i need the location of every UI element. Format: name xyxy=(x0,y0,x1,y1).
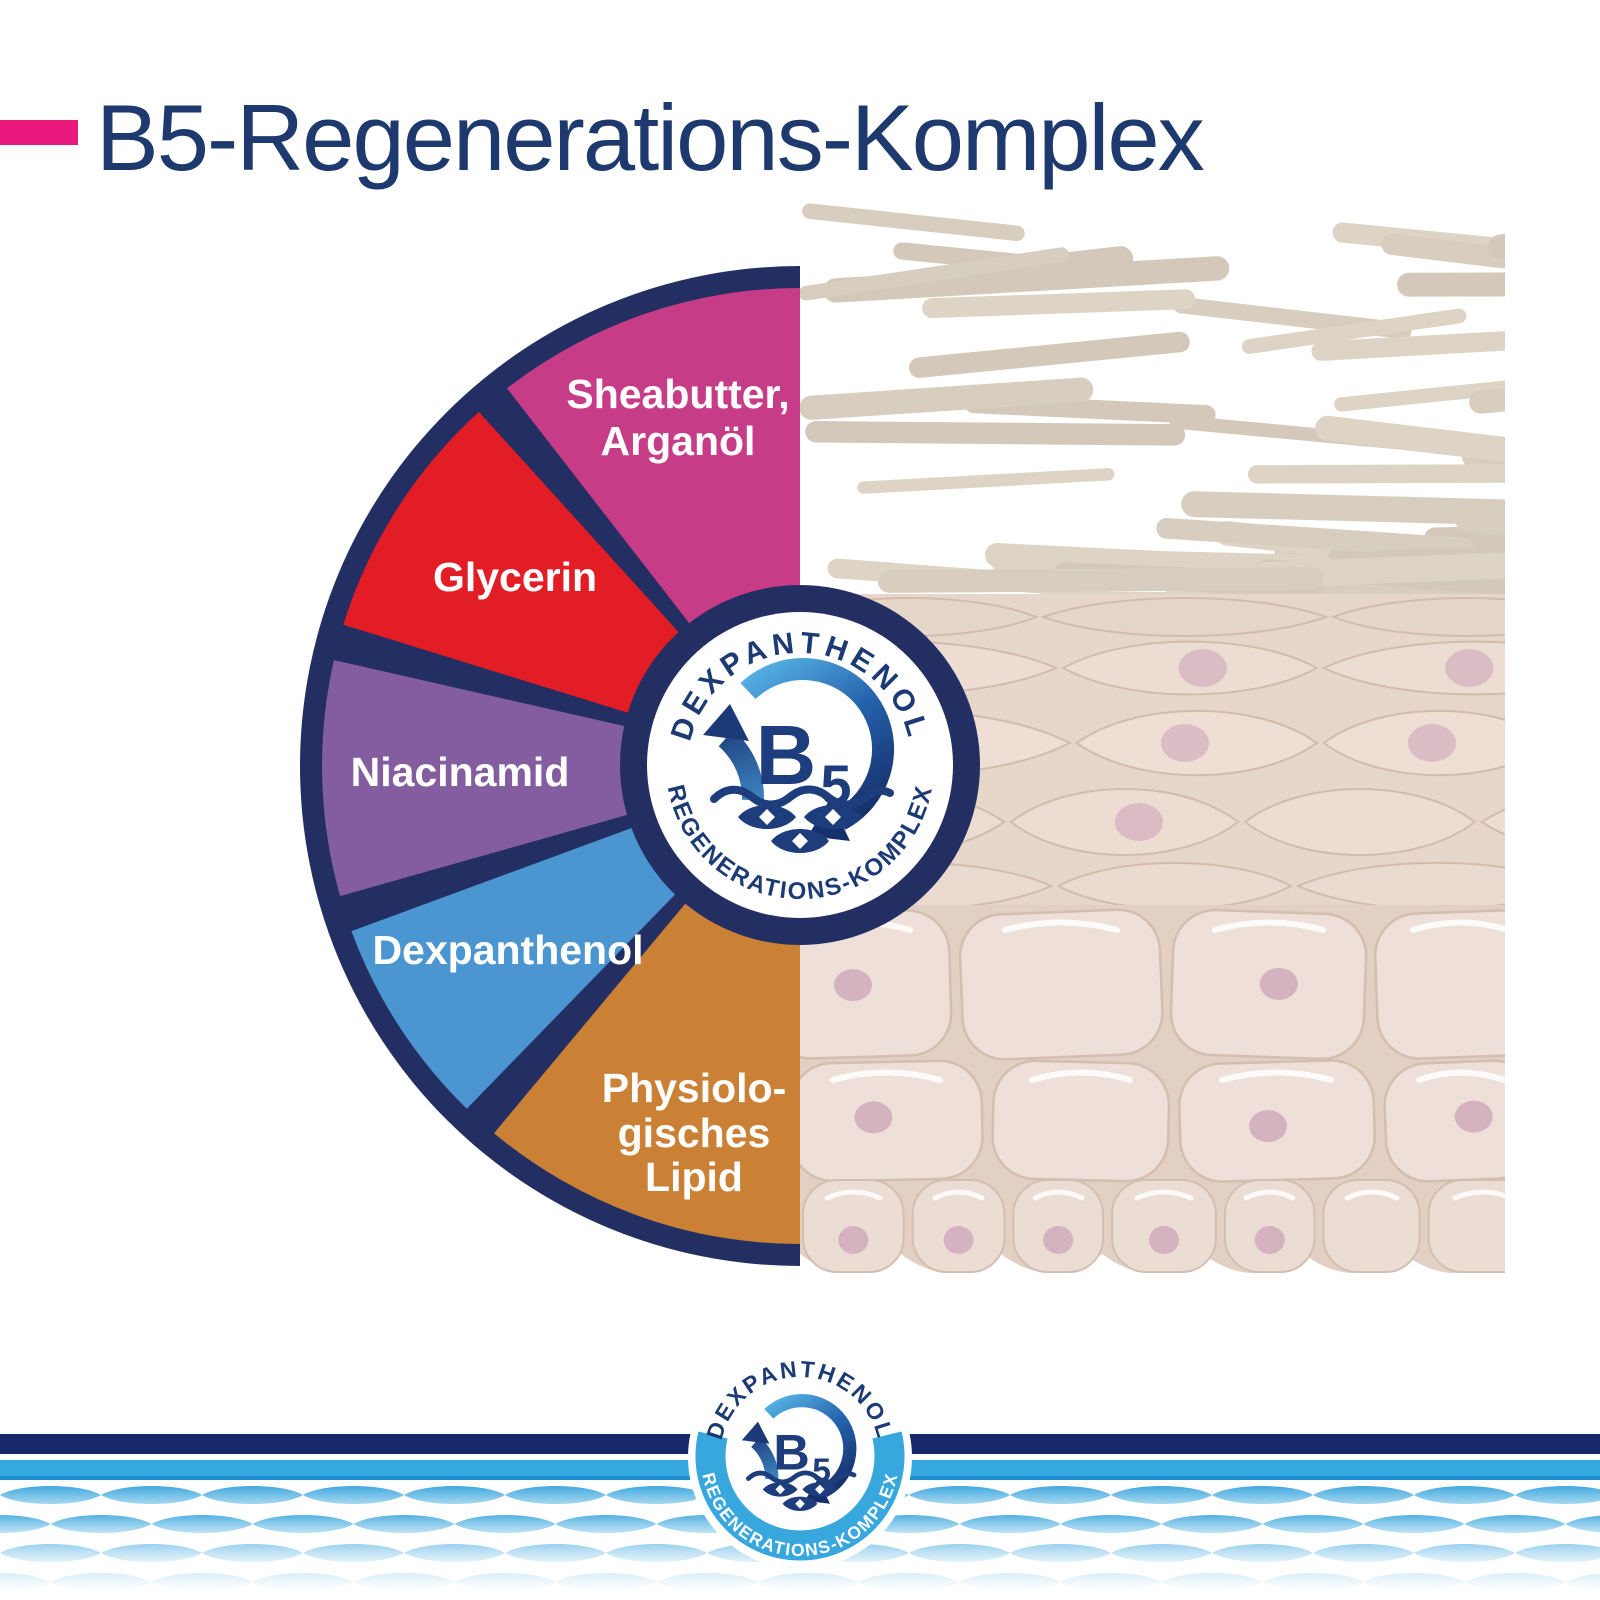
cell-nucleus xyxy=(1445,649,1494,687)
skin-flakes-layer xyxy=(800,203,1505,625)
skin-cell xyxy=(1012,1179,1105,1273)
cell-nucleus xyxy=(1148,1226,1179,1254)
skin-cell xyxy=(1243,788,1477,856)
skin-flake xyxy=(1247,463,1505,484)
cell-highlight xyxy=(1452,1189,1505,1201)
wheel-label-glycerin: Glycerin xyxy=(433,554,597,600)
cell-highlight xyxy=(824,1189,883,1201)
cell-nucleus xyxy=(1596,803,1600,841)
skin-flake xyxy=(909,331,1190,378)
skin-flake xyxy=(1334,377,1505,412)
skin-illustration xyxy=(800,203,1600,1273)
cell-nucleus xyxy=(854,1101,893,1134)
footer-b5-badge: DEXPANTHENOL REGENERATIONS-KOMPLEX xyxy=(688,1345,912,1569)
cell-nucleus xyxy=(1043,1226,1074,1254)
segment-label-line: gisches xyxy=(618,1110,771,1156)
wheel-label-physiologisches-lipid: Physiolo- gisches Lipid xyxy=(602,1065,787,1200)
wheel-label-niacinamid: Niacinamid xyxy=(351,749,570,795)
segment-label-line: Lipid xyxy=(645,1154,743,1200)
skin-flake xyxy=(857,468,1115,494)
skin-flake xyxy=(877,567,1325,593)
cell-nucleus xyxy=(1254,1226,1285,1254)
skin-cell xyxy=(1040,597,1330,637)
skin-cell xyxy=(1480,808,1505,836)
cell-highlight xyxy=(1002,919,1120,933)
cell-highlight xyxy=(932,1189,985,1201)
cell-highlight xyxy=(1410,919,1505,933)
cell-highlight xyxy=(1134,1189,1194,1201)
cell-nucleus xyxy=(838,1226,869,1254)
b5-regenerations-badge: DEXPANTHENOL REGENERATIONS-KOMPLEX xyxy=(620,585,980,945)
skin-cell xyxy=(958,908,1164,1061)
skin-flake xyxy=(922,289,1196,319)
segment-label-line: Glycerin xyxy=(433,554,597,600)
skin-flake xyxy=(1311,328,1505,361)
skin-flake xyxy=(1397,272,1505,297)
skin-cell xyxy=(1322,1179,1421,1273)
cell-nucleus xyxy=(1249,1110,1288,1143)
skin-flake xyxy=(1241,308,1467,355)
cell-nucleus xyxy=(833,969,872,1002)
wheel-label-dexpanthenol: Dexpanthenol xyxy=(372,927,643,973)
skin-flake xyxy=(800,247,1070,301)
wheel-label-sheabutter-arganoel: Sheabutter, Arganöl xyxy=(566,371,789,464)
cell-highlight xyxy=(1344,1189,1400,1201)
cell-highlight xyxy=(1032,1189,1085,1201)
segment-label-line: Arganöl xyxy=(601,418,756,464)
skin-cell xyxy=(1427,1179,1505,1273)
cell-nucleus xyxy=(1160,724,1209,762)
page-title: B5-Regenerations-Komplex xyxy=(96,85,1205,190)
cell-highlight xyxy=(830,1069,943,1083)
footer-badge-ring xyxy=(695,1431,905,1561)
segment-label-line: Niacinamid xyxy=(351,749,570,795)
segment-label-line: Sheabutter, xyxy=(566,371,789,417)
skin-flake xyxy=(1181,491,1505,526)
segment-label-line: Dexpanthenol xyxy=(372,927,643,973)
cell-highlight xyxy=(1029,1069,1133,1083)
skin-flake xyxy=(800,377,1094,420)
title-accent-dash xyxy=(0,120,78,145)
cell-nucleus xyxy=(1114,803,1163,841)
skin-flake xyxy=(823,256,1230,303)
skin-cell xyxy=(1223,1179,1316,1273)
cell-nucleus xyxy=(1259,967,1298,1000)
cell-nucleus xyxy=(1407,724,1456,762)
wheel-segment-niacinamid xyxy=(322,660,800,897)
cell-highlight xyxy=(1243,1189,1296,1201)
cell-nucleus xyxy=(943,1226,974,1254)
cell-highlight xyxy=(1416,1069,1505,1083)
cell-nucleus xyxy=(1454,1100,1493,1133)
skin-flake xyxy=(1488,219,1505,260)
skin-flake xyxy=(805,421,1186,446)
cell-nucleus xyxy=(1178,649,1227,687)
segment-label-line: Physiolo- xyxy=(602,1065,787,1111)
skin-flake xyxy=(1381,233,1505,298)
skin-cell xyxy=(1373,909,1505,1060)
skin-cell xyxy=(991,1059,1171,1183)
skin-flake xyxy=(802,203,1025,242)
skin-basal-cells-layer xyxy=(802,1179,1505,1273)
cell-highlight xyxy=(1212,919,1326,933)
skin-flake xyxy=(1315,415,1505,483)
cell-highlight xyxy=(1219,1069,1334,1083)
skin-cell xyxy=(1330,597,1505,637)
skin-flake xyxy=(1156,517,1476,559)
